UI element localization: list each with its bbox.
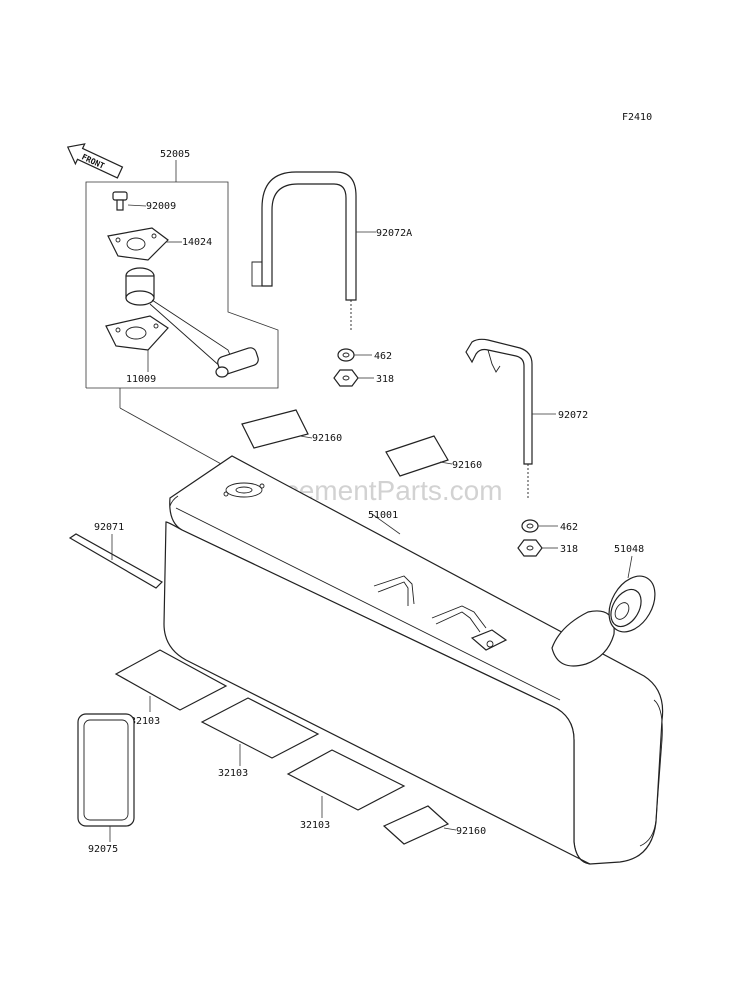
callout-92075: 92075 [88,844,118,855]
callout-92071: 92071 [94,522,124,533]
assembly-bracket [85,181,279,389]
fuel-tank-51001 [163,455,664,865]
tank-strap-92072 [465,338,533,500]
front-arrow-icon: FRONT [66,143,124,179]
fuel-gauge-assembly: 52005 92009 14024 [85,149,279,471]
callout-11009: 11009 [126,374,156,385]
nut-318-upper [333,369,359,387]
callout-92160-lower: 92160 [456,826,486,837]
callout-51048: 51048 [614,544,644,555]
callout-318-upper: 318 [376,374,394,385]
gasket-14024 [107,227,169,261]
callout-92072A: 92072A [376,228,412,239]
callout-92160-left: 92160 [312,433,342,444]
pad-32103-c [286,749,406,811]
callout-318-lower: 318 [560,544,578,555]
callout-32103-c: 32103 [300,820,330,831]
pad-92160-lower [382,805,450,845]
callout-32103-a: 32103 [130,716,160,727]
washer-462-lower [521,519,539,533]
pad-92160-right [385,435,449,477]
nut-318-lower [517,539,543,557]
callout-14024: 14024 [182,237,212,248]
band-92071 [68,533,163,589]
pad-32103-b [200,697,320,759]
callout-462-lower: 462 [560,522,578,533]
pad-32103-a [114,649,228,711]
gasket-11009 [105,315,169,351]
screw-92009 [112,191,128,211]
callout-92160-right: 92160 [452,460,482,471]
callout-92009: 92009 [146,201,176,212]
pad-92160-left [241,409,309,449]
tank-strap-92072A [251,171,357,332]
washer-462-upper [337,348,355,362]
callout-92072: 92072 [558,410,588,421]
pad-92075 [77,713,135,827]
callout-462-upper: 462 [374,351,392,362]
figure-code: F2410 [622,112,652,123]
callout-32103-b: 32103 [218,768,248,779]
callout-51001: 51001 [368,510,398,521]
fuel-cap-51048 [608,575,656,633]
fuel-sender-unit [125,267,259,378]
callout-52005: 52005 [160,149,190,160]
